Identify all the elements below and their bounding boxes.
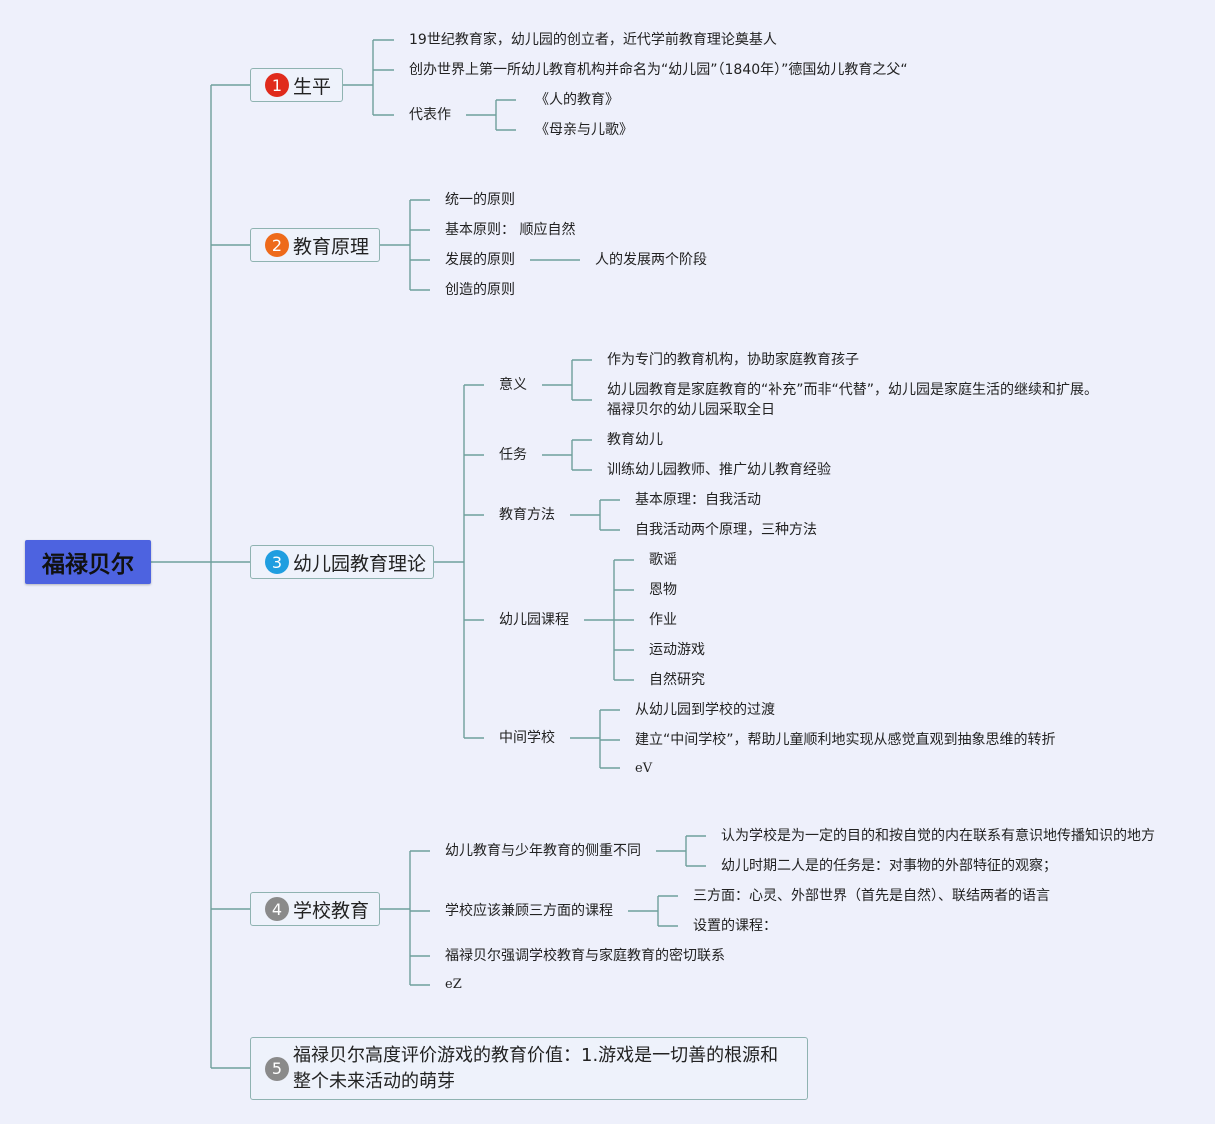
- topic-1[interactable]: 1 生平: [250, 68, 343, 102]
- leaf-3-4-4[interactable]: 运动游戏: [649, 642, 705, 658]
- number-1-badge: 1: [265, 73, 289, 97]
- leaf-3-4-3[interactable]: 作业: [649, 612, 677, 628]
- leaf-3-3-2[interactable]: 自我活动两个原理，三种方法: [635, 522, 817, 538]
- topic-3[interactable]: 3 幼儿园教育理论: [250, 545, 434, 579]
- leaf-3-2[interactable]: 任务: [499, 447, 527, 463]
- topic-4-label: 学校教育: [293, 899, 370, 922]
- leaf-3-5-2[interactable]: 建立“中间学校”，帮助儿童顺利地实现从感觉直观到抽象思维的转折: [635, 732, 1056, 748]
- leaf-4-3[interactable]: 福禄贝尔强调学校教育与家庭教育的密切联系: [445, 948, 725, 964]
- leaf-2-3[interactable]: 发展的原则: [445, 252, 515, 268]
- leaf-3-5[interactable]: 中间学校: [499, 730, 555, 746]
- leaf-3-5-3[interactable]: eV: [635, 761, 653, 776]
- topic-5-label: 福禄贝尔高度评价游戏的教育价值：1.游戏是一切善的根源和整个未来活动的萌芽: [293, 1044, 779, 1092]
- number-5-badge: 5: [265, 1056, 289, 1081]
- leaf-1-3[interactable]: 代表作: [409, 107, 451, 123]
- leaf-1-1[interactable]: 19世纪教育家，幼儿园的创立者，近代学前教育理论奠基人: [409, 32, 777, 48]
- leaf-3-1-1[interactable]: 作为专门的教育机构，协助家庭教育孩子: [607, 352, 859, 368]
- leaf-2-4[interactable]: 创造的原则: [445, 282, 515, 298]
- leaf-3-3[interactable]: 教育方法: [499, 507, 555, 523]
- number-3-badge: 3: [265, 550, 289, 574]
- topic-2-label: 教育原理: [293, 235, 370, 258]
- leaf-2-1[interactable]: 统一的原则: [445, 192, 515, 208]
- leaf-3-4-5[interactable]: 自然研究: [649, 672, 705, 688]
- leaf-3-5-1[interactable]: 从幼儿园到学校的过渡: [635, 702, 775, 718]
- topic-3-label: 幼儿园教育理论: [293, 552, 427, 575]
- leaf-3-3-1[interactable]: 基本原理：自我活动: [635, 492, 761, 508]
- leaf-3-1-2[interactable]: 幼儿园教育是家庭教育的“补充”而非“代替”，幼儿园是家庭生活的继续和扩展。: [607, 382, 1099, 398]
- leaf-3-2-1[interactable]: 教育幼儿: [607, 432, 663, 448]
- leaf-3-2-2[interactable]: 训练幼儿园教师、推广幼儿教育经验: [607, 462, 831, 478]
- topic-1-label: 生平: [293, 75, 332, 98]
- leaf-4-1[interactable]: 幼儿教育与少年教育的侧重不同: [445, 843, 641, 859]
- leaf-4-2-1[interactable]: 三方面：心灵、外部世界（首先是自然）、联结两者的语言: [693, 888, 1050, 904]
- leaf-1-3-1[interactable]: 《人的教育》: [535, 92, 619, 108]
- leaf-4-2-2[interactable]: 设置的课程：: [693, 918, 777, 934]
- leaf-3-4[interactable]: 幼儿园课程: [499, 612, 569, 628]
- leaf-4-1-1[interactable]: 认为学校是为一定的目的和按自觉的内在联系有意识地传播知识的地方: [721, 828, 1155, 844]
- topic-2[interactable]: 2 教育原理: [250, 228, 380, 262]
- leaf-3-1[interactable]: 意义: [499, 377, 527, 393]
- leaf-1-3-2[interactable]: 《母亲与儿歌》: [535, 122, 633, 138]
- leaf-4-2[interactable]: 学校应该兼顾三方面的课程: [445, 903, 613, 919]
- leaf-2-3-1[interactable]: 人的发展两个阶段: [595, 252, 707, 268]
- root-topic[interactable]: 福禄贝尔: [25, 540, 151, 584]
- leaf-4-4[interactable]: eZ: [445, 977, 462, 992]
- leaf-1-2[interactable]: 创办世界上第一所幼儿教育机构并命名为“幼儿园”（1840年）”德国幼儿教育之父“: [409, 62, 908, 78]
- leaf-3-4-2[interactable]: 恩物: [649, 582, 677, 598]
- number-2-badge: 2: [265, 233, 289, 257]
- leaf-4-1-2[interactable]: 幼儿时期二人是的任务是：对事物的外部特征的观察；: [721, 858, 1057, 874]
- leaf-3-4-1[interactable]: 歌谣: [649, 552, 677, 568]
- leaf-3-1-3[interactable]: 福禄贝尔的幼儿园采取全日: [607, 402, 775, 418]
- number-4-badge: 4: [265, 897, 289, 921]
- topic-4[interactable]: 4 学校教育: [250, 892, 380, 926]
- leaf-2-2[interactable]: 基本原则： 顺应自然: [445, 222, 576, 238]
- topic-5[interactable]: 5 福禄贝尔高度评价游戏的教育价值：1.游戏是一切善的根源和整个未来活动的萌芽: [250, 1037, 808, 1100]
